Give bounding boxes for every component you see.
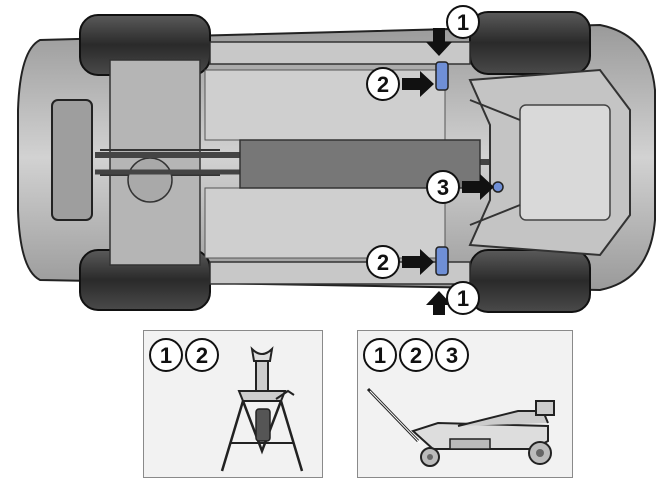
svg-text:1: 1 [374, 343, 386, 368]
lift-point-marker-upper [435, 61, 449, 91]
lift-point-marker-center [492, 181, 504, 193]
jack-stand-illustration [220, 346, 304, 472]
callout-top-1: 1 [446, 5, 480, 39]
engine-shield [519, 104, 611, 221]
jack-callout-3: 3 [435, 338, 469, 372]
fuel-tank-hint [127, 157, 173, 203]
svg-text:1: 1 [457, 10, 469, 35]
stand-callout-1: 1 [149, 338, 183, 372]
svg-text:2: 2 [410, 343, 422, 368]
jack-callout-2: 2 [399, 338, 433, 372]
jack-callout-1: 1 [363, 338, 397, 372]
callout-center-3: 3 [426, 170, 460, 204]
front-left-tire [469, 11, 591, 75]
callout-bottom-1: 1 [446, 281, 480, 315]
vehicle-underside: 1 2 3 2 1 [17, 5, 656, 319]
callout-lower-2: 2 [366, 245, 400, 279]
arrow-up-bottom [426, 291, 452, 319]
arrow-right-upper [402, 71, 434, 97]
front-crossmember [469, 99, 521, 226]
lift-point-marker-lower [435, 246, 449, 276]
callout-upper-2: 2 [366, 67, 400, 101]
arrow-right-lower [402, 249, 434, 275]
rear-bumper [51, 99, 93, 221]
floor-jack-panel: 1 2 3 [357, 330, 573, 478]
arrow-right-center [462, 174, 494, 200]
floor-pan-right [204, 187, 446, 259]
arrow-down-top [426, 28, 452, 56]
floor-jack-illustration [366, 387, 555, 467]
svg-text:2: 2 [196, 343, 208, 368]
svg-text:2: 2 [377, 72, 389, 97]
jack-stand-panel: 1 2 [143, 330, 323, 478]
stand-callout-2: 2 [185, 338, 219, 372]
svg-text:2: 2 [377, 250, 389, 275]
svg-text:3: 3 [446, 343, 458, 368]
left-sill [209, 41, 471, 65]
front-right-tire [469, 249, 591, 313]
svg-text:1: 1 [457, 286, 469, 311]
svg-text:1: 1 [160, 343, 172, 368]
svg-text:3: 3 [437, 175, 449, 200]
right-sill [209, 261, 471, 285]
